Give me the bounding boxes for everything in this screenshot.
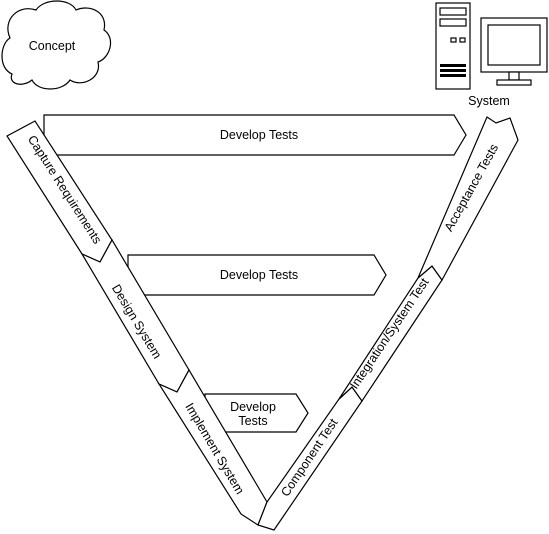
cloud-icon <box>1 0 112 90</box>
system-label: System <box>468 94 510 108</box>
develop-tests-bottom-label-line2: Tests <box>238 414 267 428</box>
develop-tests-arrow-bottom: Develop Tests <box>204 393 309 433</box>
phase-implement-system: Implement System <box>157 368 268 526</box>
develop-tests-arrow-top: Develop Tests <box>43 114 467 156</box>
computer-tower-icon <box>435 2 471 90</box>
develop-tests-bottom-label-line1: Develop <box>230 400 276 414</box>
develop-tests-arrow-middle: Develop Tests <box>127 254 387 296</box>
monitor-icon <box>480 17 548 86</box>
concept-label: Concept <box>29 39 76 53</box>
concept-cloud: Concept <box>1 0 112 90</box>
develop-tests-middle-label: Develop Tests <box>220 268 298 282</box>
develop-tests-top-label: Develop Tests <box>220 128 298 142</box>
